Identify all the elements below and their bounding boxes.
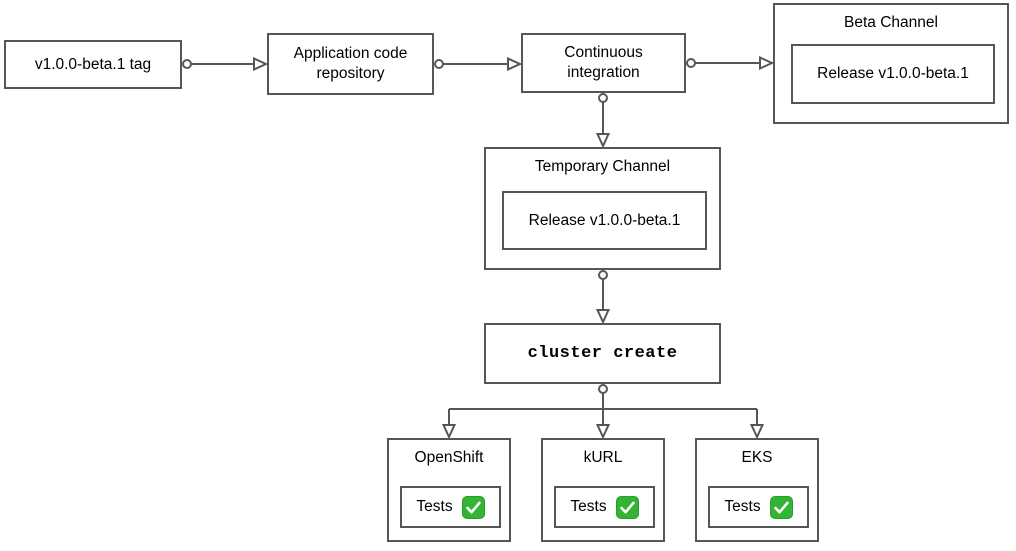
- kurl-tests-box: Tests: [554, 486, 655, 528]
- edge-cluster-create-to-clusters: [444, 385, 763, 437]
- eks-tests-box: Tests: [708, 486, 809, 528]
- node-application-code-repository: Application code repository: [267, 33, 434, 95]
- beta-channel-release: Release v1.0.0-beta.1: [791, 44, 995, 104]
- edge-temporary-channel-to-cluster-create: [598, 271, 609, 322]
- edge-ci-to-temporary-channel: [598, 94, 609, 146]
- edge-tag-to-repo: [183, 59, 266, 70]
- temporary-channel-release: Release v1.0.0-beta.1: [502, 191, 707, 250]
- check-passed-icon: [615, 495, 639, 519]
- node-version-tag-label: v1.0.0-beta.1 tag: [34, 55, 152, 73]
- cluster-create-label: cluster create: [527, 344, 678, 363]
- node-cluster-openshift: OpenShift Tests: [387, 438, 511, 542]
- openshift-tests-box: Tests: [400, 486, 501, 528]
- edge-repo-to-ci: [435, 59, 520, 70]
- kurl-tests-label: Tests: [570, 498, 607, 516]
- node-beta-channel: Beta Channel Release v1.0.0-beta.1: [773, 3, 1009, 124]
- openshift-tests-label: Tests: [416, 498, 453, 516]
- node-cluster-create: cluster create: [484, 323, 721, 384]
- cluster-eks-title: EKS: [741, 449, 773, 466]
- node-application-code-repository-label: Application code repository: [293, 45, 408, 82]
- beta-channel-release-label: Release v1.0.0-beta.1: [817, 65, 969, 83]
- edge-ci-to-beta-channel: [687, 58, 772, 69]
- node-temporary-channel: Temporary Channel Release v1.0.0-beta.1: [484, 147, 721, 270]
- temporary-channel-release-label: Release v1.0.0-beta.1: [528, 211, 681, 229]
- node-cluster-eks: EKS Tests: [695, 438, 819, 542]
- node-version-tag: v1.0.0-beta.1 tag: [4, 40, 182, 89]
- cluster-kurl-title: kURL: [583, 449, 623, 466]
- cluster-openshift-title: OpenShift: [414, 449, 484, 466]
- check-passed-icon: [461, 495, 485, 519]
- check-passed-icon: [769, 495, 793, 519]
- temporary-channel-title: Temporary Channel: [534, 158, 671, 175]
- node-cluster-kurl: kURL Tests: [541, 438, 665, 542]
- beta-channel-title: Beta Channel: [844, 14, 938, 31]
- node-continuous-integration: Continuous integration: [521, 33, 686, 93]
- eks-tests-label: Tests: [724, 498, 761, 516]
- node-continuous-integration-label: Continuous integration: [564, 44, 643, 81]
